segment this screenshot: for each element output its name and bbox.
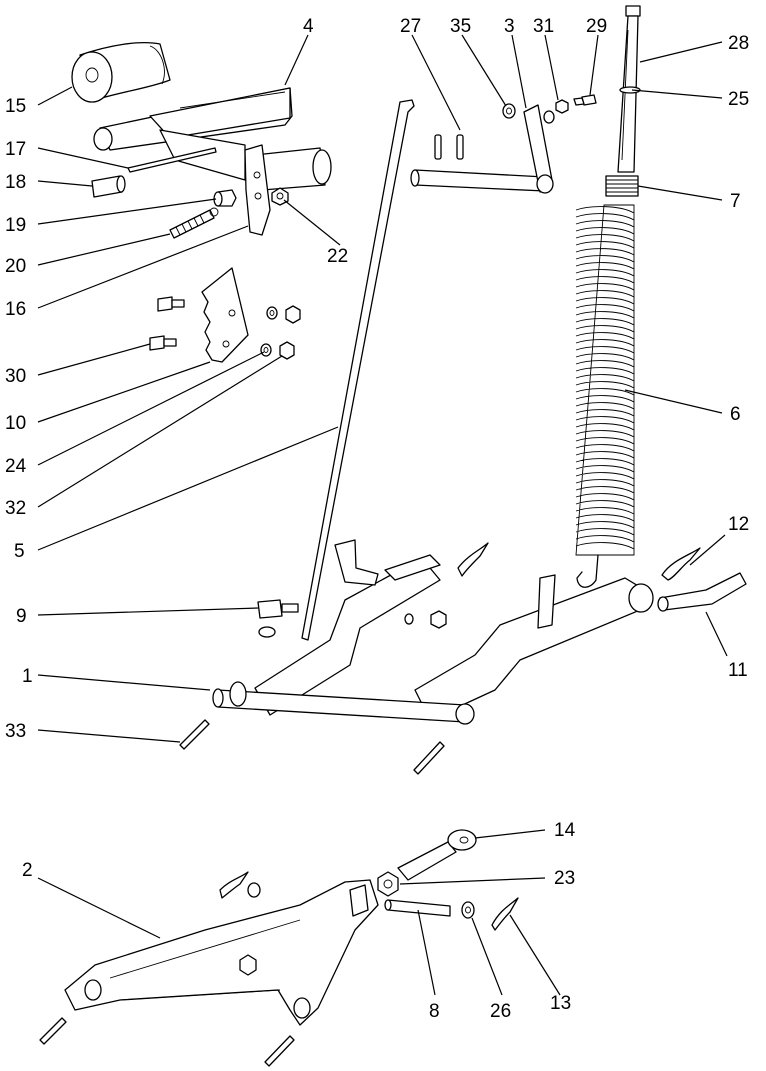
part-10-sector-plate bbox=[201, 267, 249, 363]
part-6-spring bbox=[575, 204, 635, 588]
callout-11: 11 bbox=[728, 660, 748, 681]
part-13-hairpin bbox=[491, 897, 519, 931]
callout-29: 29 bbox=[586, 16, 607, 37]
callout-27: 27 bbox=[400, 16, 421, 37]
callout-15: 15 bbox=[5, 96, 26, 117]
part-washer bbox=[543, 110, 555, 124]
callout-30: 30 bbox=[5, 366, 26, 387]
part-23-nut bbox=[377, 871, 399, 897]
part-1-lift-assembly bbox=[212, 539, 654, 725]
leader-lines bbox=[37, 34, 728, 996]
part-19-pin bbox=[213, 189, 237, 207]
callout-24: 24 bbox=[5, 456, 27, 477]
callout-35: 35 bbox=[450, 16, 471, 37]
part-15-grip bbox=[71, 41, 171, 103]
part-14-clevis-pin bbox=[397, 829, 477, 881]
part-16-latch bbox=[244, 144, 271, 236]
part-2-bracket bbox=[39, 871, 379, 1067]
part-32-nuts bbox=[279, 305, 301, 360]
part-4-handle-assembly bbox=[93, 87, 332, 191]
callout-20: 20 bbox=[5, 256, 26, 277]
part-8-pin bbox=[384, 899, 451, 917]
callout-22: 22 bbox=[327, 246, 348, 267]
callout-6: 6 bbox=[730, 404, 741, 425]
callout-12: 12 bbox=[728, 514, 749, 535]
part-12-hairpin bbox=[661, 547, 701, 581]
part-29-screw bbox=[573, 94, 597, 106]
callout-26: 26 bbox=[490, 1001, 511, 1022]
callout-33: 33 bbox=[5, 721, 26, 742]
part-33-cotter-pins bbox=[179, 719, 445, 775]
callout-3: 3 bbox=[504, 16, 515, 37]
callout-32: 32 bbox=[5, 498, 26, 519]
callout-31: 31 bbox=[533, 16, 554, 37]
callout-23: 23 bbox=[554, 868, 575, 889]
part-11-bent-pin bbox=[657, 572, 747, 612]
part-18-cap bbox=[91, 175, 126, 198]
callout-14: 14 bbox=[554, 820, 576, 841]
callout-1: 1 bbox=[22, 666, 33, 687]
callout-13: 13 bbox=[550, 993, 571, 1014]
callout-16: 16 bbox=[5, 299, 26, 320]
callout-25: 25 bbox=[728, 89, 749, 110]
callout-10: 10 bbox=[5, 413, 26, 434]
callout-5: 5 bbox=[14, 541, 25, 562]
callout-7: 7 bbox=[730, 191, 741, 212]
callout-2: 2 bbox=[22, 860, 33, 881]
part-hairpin-upper bbox=[457, 542, 489, 577]
callout-18: 18 bbox=[5, 172, 26, 193]
part-5-long-rod bbox=[301, 99, 415, 641]
callout-28: 28 bbox=[728, 33, 749, 54]
part-24-washers bbox=[260, 306, 278, 357]
part-28-rod bbox=[617, 5, 641, 173]
part-31-nut bbox=[555, 99, 569, 114]
part-27-roll-pins bbox=[434, 134, 464, 160]
callout-17: 17 bbox=[5, 139, 26, 160]
callout-8: 8 bbox=[429, 1001, 440, 1022]
part-20-spring bbox=[169, 207, 219, 239]
callouts: 15 4 17 18 19 20 16 22 30 10 24 32 5 27 … bbox=[5, 16, 749, 1022]
part-9-fitting bbox=[257, 599, 299, 638]
part-7-collar bbox=[605, 175, 639, 197]
part-35-ring bbox=[502, 103, 516, 119]
part-26-washer bbox=[461, 901, 475, 919]
part-17-rod bbox=[127, 147, 217, 173]
callout-9: 9 bbox=[16, 606, 27, 627]
part-3-crank bbox=[410, 104, 554, 194]
callout-19: 19 bbox=[5, 215, 26, 236]
part-22-nut bbox=[271, 187, 289, 206]
callout-4: 4 bbox=[303, 16, 314, 37]
part-30-bolts bbox=[149, 296, 185, 351]
part-25-ring bbox=[619, 86, 641, 94]
